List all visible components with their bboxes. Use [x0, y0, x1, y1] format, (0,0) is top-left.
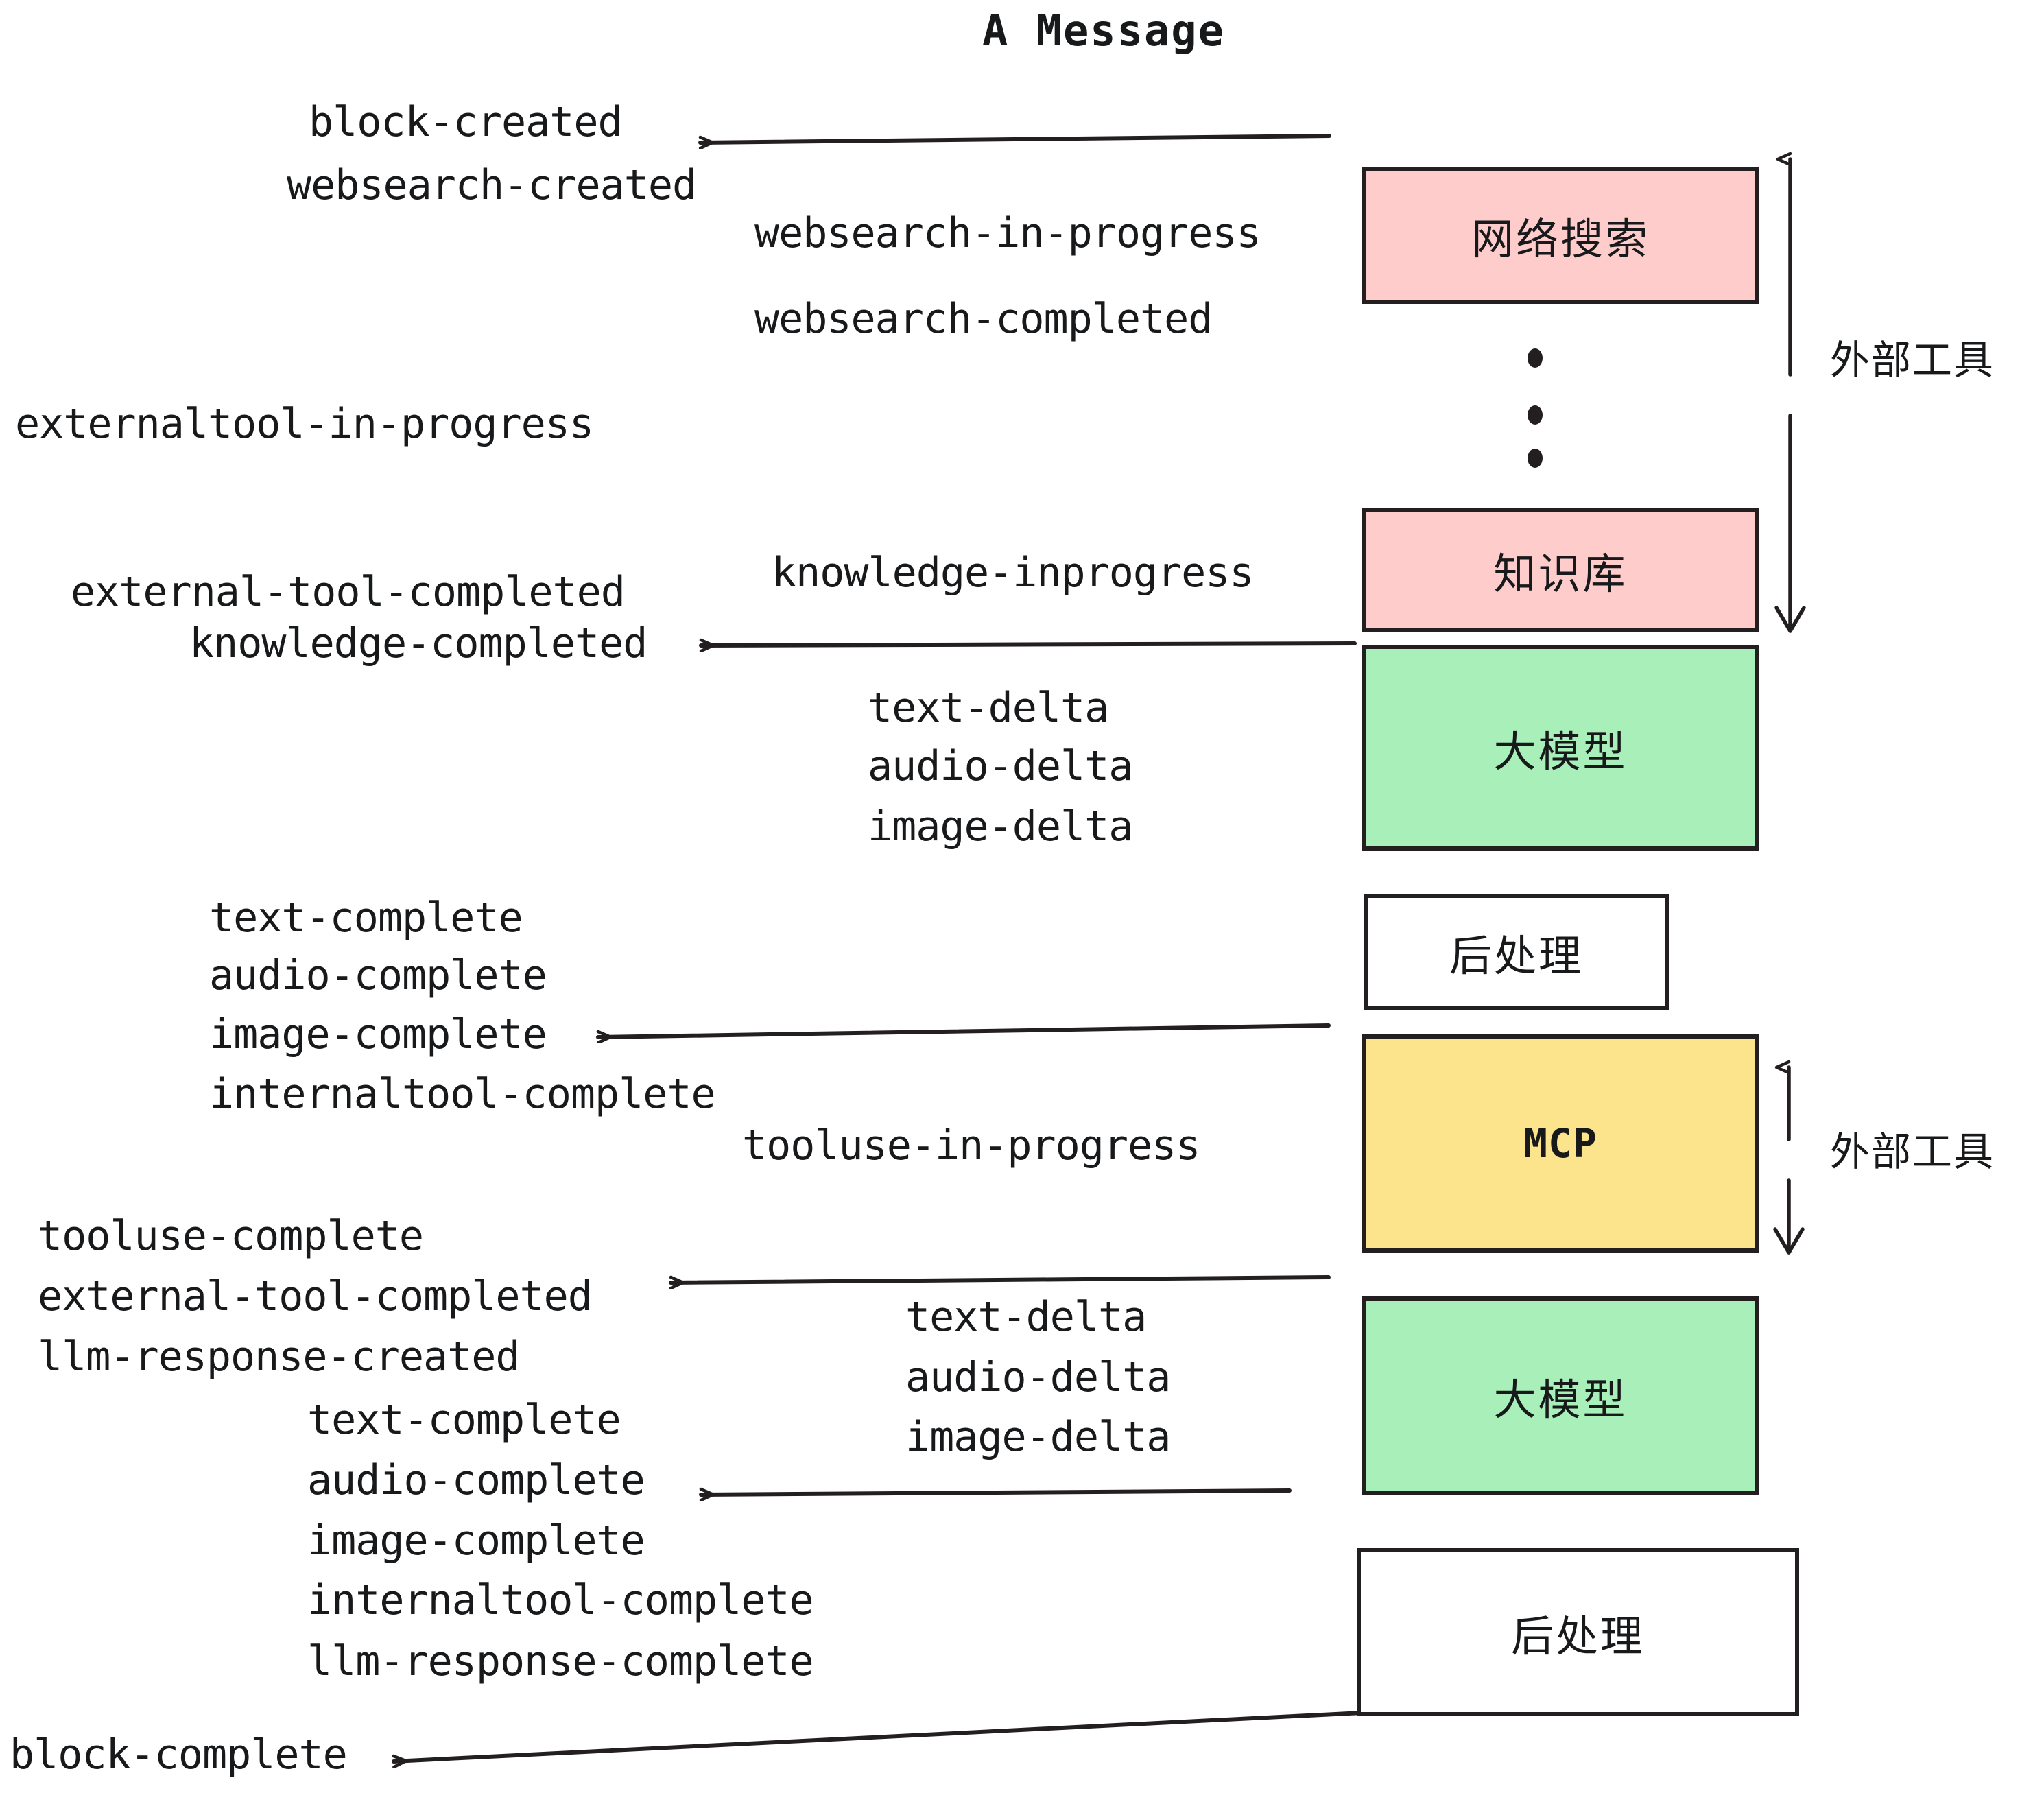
node-label: 后处理 [1510, 1611, 1645, 1661]
node-label: 知识库 [1493, 549, 1628, 599]
bracket-top-down-arrowhead [1774, 606, 1806, 633]
arrow-audio-complete [699, 1491, 1292, 1495]
event-label-audio-complete-1: audio-complete [209, 951, 547, 999]
node-label: 网络搜索 [1471, 214, 1650, 264]
event-label-knowledge-completed: knowledge-completed [189, 619, 647, 667]
event-label-websearch-completed: websearch-completed [754, 295, 1213, 343]
node-knowledge: 知识库 [1362, 508, 1759, 632]
event-label-audio-delta-2: audio-delta [905, 1353, 1171, 1401]
event-label-text-complete-1: text-complete [209, 894, 523, 942]
event-label-text-complete-2: text-complete [307, 1396, 621, 1444]
node-mcp: MCP [1362, 1034, 1759, 1253]
event-label-external-tool-completed-1: external-tool-completed [71, 568, 626, 616]
bracket-bottom-down-arrowhead [1773, 1227, 1805, 1255]
page-title: A Message [982, 5, 1225, 56]
node-label: 大模型 [1493, 726, 1628, 776]
event-label-image-complete-1: image-complete [209, 1010, 547, 1058]
event-label-audio-delta-1: audio-delta [868, 742, 1133, 790]
event-label-image-delta-2: image-delta [905, 1413, 1171, 1461]
node-label: MCP [1523, 1120, 1597, 1167]
ellipsis-dot-1 [1528, 348, 1543, 368]
side-caption-external-tools-top: 外部工具 [1830, 337, 1995, 383]
event-label-image-delta-1: image-delta [868, 803, 1133, 851]
arrow-image-complete [596, 1023, 1331, 1037]
node-postproc-1: 后处理 [1364, 894, 1669, 1010]
event-label-tooluse-in-progress: tooluse-in-progress [742, 1121, 1200, 1170]
ellipsis-dot-3 [1528, 449, 1543, 468]
event-label-tooluse-complete: tooluse-complete [38, 1212, 424, 1260]
event-label-llm-response-created: llm-response-created [38, 1333, 520, 1381]
event-label-internaltool-complete-1: internaltool-complete [209, 1070, 716, 1118]
event-label-llm-response-complete: llm-response-complete [307, 1637, 814, 1685]
event-label-text-delta-2: text-delta [905, 1293, 1147, 1341]
event-label-text-delta-1: text-delta [868, 684, 1109, 732]
event-label-websearch-created: websearch-created [287, 161, 697, 209]
node-postproc-2: 后处理 [1357, 1548, 1799, 1716]
event-label-audio-complete-2: audio-complete [307, 1456, 645, 1504]
event-label-external-tool-completed-2: external-tool-completed [38, 1272, 593, 1320]
event-label-websearch-in-progress: websearch-in-progress [754, 209, 1261, 257]
ellipsis-dot-2 [1528, 405, 1543, 425]
event-label-externaltool-in-progress: externaltool-in-progress [15, 400, 594, 448]
node-label: 后处理 [1449, 931, 1583, 981]
event-label-image-complete-2: image-complete [307, 1517, 645, 1565]
arrow-tooluse-complete [669, 1275, 1331, 1283]
node-label: 大模型 [1493, 1375, 1628, 1425]
side-caption-external-tools-bottom: 外部工具 [1830, 1128, 1995, 1175]
event-label-block-created: block-created [309, 98, 623, 146]
arrow-knowledge-completed [699, 643, 1357, 645]
event-label-internaltool-complete-2: internaltool-complete [307, 1576, 814, 1624]
arrow-block-created [698, 134, 1331, 143]
node-websearch: 网络搜索 [1362, 167, 1759, 304]
node-llm-1: 大模型 [1362, 645, 1759, 851]
event-label-knowledge-inprogress: knowledge-inprogress [772, 549, 1254, 597]
arrow-block-complete [392, 1711, 1364, 1761]
node-llm-2: 大模型 [1362, 1296, 1759, 1495]
event-label-block-complete: block-complete [10, 1731, 348, 1779]
